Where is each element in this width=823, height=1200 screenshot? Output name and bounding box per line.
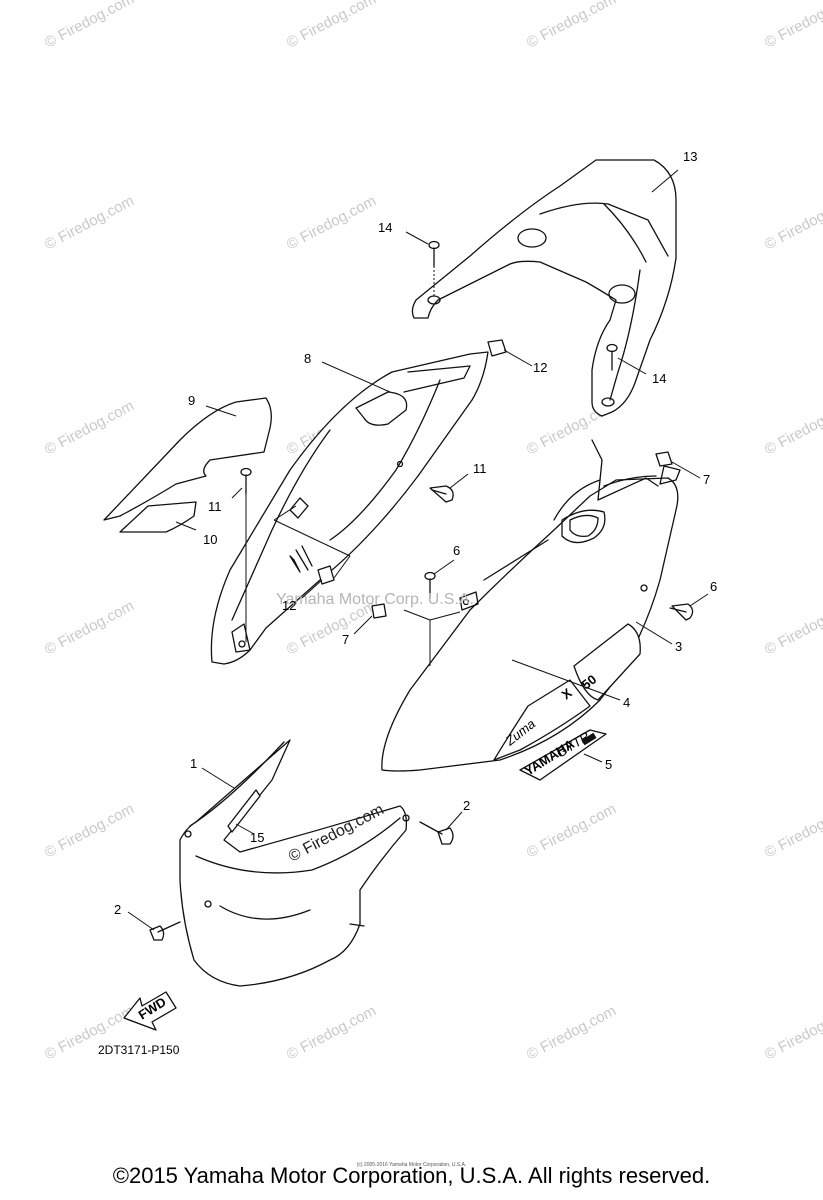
callout-8: 8 (304, 351, 311, 366)
copyright-notice: ©2015 Yamaha Motor Corporation, U.S.A. A… (112, 1163, 711, 1188)
callout-5: 5 (605, 757, 612, 772)
callout-7b: 7 (342, 632, 349, 647)
callout-2a: 2 (114, 902, 121, 917)
screw-11b (429, 485, 454, 503)
callout-13: 13 (683, 149, 697, 164)
decal-10-part (119, 501, 197, 533)
right-side-cover-part (381, 439, 681, 772)
screw-6a (403, 571, 461, 666)
callout-6a: 6 (453, 543, 460, 558)
callout-3: 3 (675, 639, 682, 654)
watermark: © Firedog.com (42, 0, 137, 52)
callout-14a: 14 (378, 220, 392, 235)
screw-11a (240, 467, 252, 642)
screw-2a (149, 921, 181, 941)
callout-7a: 7 (703, 472, 710, 487)
fine-print: (c) 2005-2016 Yamaha Motor Corporation, … (356, 1162, 467, 1168)
clip-12b (273, 505, 351, 585)
callout-10: 10 (203, 532, 217, 547)
callout-12b: 12 (282, 598, 296, 613)
watermark: © Firedog.com (524, 0, 619, 52)
diagram-code: 2DT3171-P150 (98, 1043, 180, 1057)
watermark-mid: Yamaha Motor Corp. U.S.A. (276, 591, 474, 608)
watermark: © Firedog.com (762, 800, 823, 861)
grab-bar-part (411, 159, 677, 417)
watermark: © Firedog.com (762, 397, 823, 458)
fwd-arrow-icon: FWD (123, 991, 177, 1031)
watermark: © Firedog.com (762, 597, 823, 658)
watermark: © Firedog.com (762, 0, 823, 52)
watermark: © Firedog.com (524, 800, 619, 861)
sticker-15-part (227, 789, 261, 833)
callout-4: 4 (623, 695, 630, 710)
callout-11b: 11 (473, 461, 487, 476)
left-side-cover-part (210, 351, 489, 665)
lower-cover-part (179, 739, 410, 987)
clip-7b (371, 603, 387, 619)
callout-1: 1 (190, 756, 197, 771)
watermark: © Firedog.com (284, 1002, 379, 1063)
screw-2b (419, 821, 454, 845)
watermark: © Firedog.com (42, 192, 137, 253)
watermark: © Firedog.com (42, 597, 137, 658)
screw-14a (428, 240, 440, 298)
watermark: © Firedog.com (762, 1002, 823, 1063)
clip-7a (655, 451, 673, 467)
callout-12a: 12 (533, 360, 547, 375)
callouts: 13 14 14 12 8 9 11 11 10 7 6 6 12 7 3 4 (114, 149, 717, 931)
watermark: © Firedog.com (762, 192, 823, 253)
watermark: © Firedog.com (284, 192, 379, 253)
watermark: © Firedog.com (284, 0, 379, 52)
callout-11a: 11 (208, 499, 222, 514)
callout-6b: 6 (710, 579, 717, 594)
callout-9: 9 (188, 393, 195, 408)
callout-15: 15 (250, 830, 264, 845)
screw-6b (669, 603, 694, 621)
triangle-marks (289, 545, 313, 573)
screw-14b (606, 343, 618, 371)
watermark: © Firedog.com (524, 1002, 619, 1063)
callout-14b: 14 (652, 371, 666, 386)
callout-2b: 2 (463, 798, 470, 813)
clip-12a (487, 339, 507, 357)
watermark: © Firedog.com (42, 397, 137, 458)
watermark: © Firedog.com (42, 800, 137, 861)
